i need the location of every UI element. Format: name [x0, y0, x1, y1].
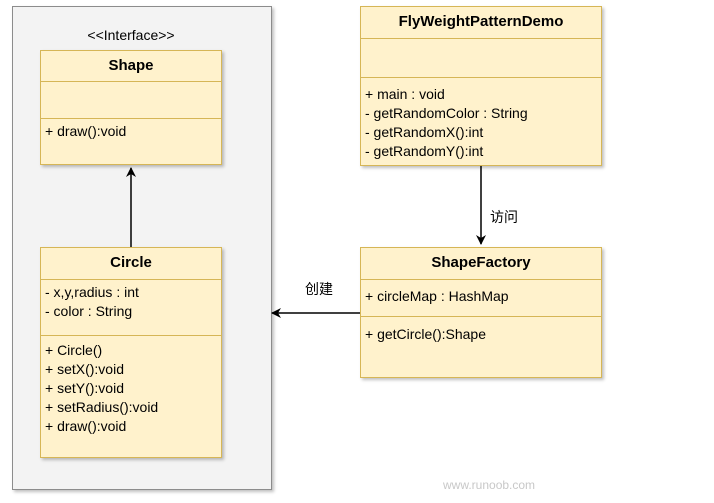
method-row: + main : void — [365, 86, 445, 102]
class-factory-title: ShapeFactory — [361, 248, 601, 280]
method-row: + setY():void — [45, 380, 124, 396]
method-row: - getRandomColor : String — [365, 105, 528, 121]
interface-stereotype: <<Interface>> — [87, 27, 175, 43]
class-factory-methods: + getCircle():Shape — [361, 317, 601, 344]
attribute-row: - color : String — [45, 303, 133, 319]
class-demo-methods: + main : void - getRandomColor : String … — [361, 78, 601, 161]
class-shape-attributes — [41, 82, 221, 119]
class-circle-attributes: - x,y,radius : int - color : String — [41, 280, 221, 336]
method-row: + setRadius():void — [45, 399, 159, 415]
create-label: 创建 — [305, 281, 333, 297]
method-row: + setX():void — [45, 361, 124, 377]
attribute-row: - x,y,radius : int — [45, 284, 139, 300]
watermark: www.runoob.com — [443, 478, 536, 492]
class-circle-title: Circle — [41, 248, 221, 280]
class-demo-attributes — [361, 39, 601, 78]
method-row: + Circle() — [45, 342, 103, 358]
method-row: - getRandomX():int — [365, 124, 484, 140]
access-label: 访问 — [490, 209, 518, 225]
method-row: - getRandomY():int — [365, 143, 484, 159]
class-shape[interactable]: Shape + draw():void — [40, 50, 222, 165]
class-flyweight-pattern-demo[interactable]: FlyWeightPatternDemo + main : void - get… — [360, 6, 602, 166]
class-circle[interactable]: Circle - x,y,radius : int - color : Stri… — [40, 247, 222, 458]
class-factory-attributes: + circleMap : HashMap — [361, 280, 601, 317]
attribute-row: + circleMap : HashMap — [365, 288, 509, 304]
method-row: + getCircle():Shape — [365, 326, 487, 342]
class-demo-title: FlyWeightPatternDemo — [361, 7, 601, 39]
method-row: + draw():void — [45, 418, 127, 434]
class-shape-factory[interactable]: ShapeFactory + circleMap : HashMap + get… — [360, 247, 602, 378]
class-shape-methods: + draw():void — [41, 119, 221, 141]
method-row: + draw():void — [45, 123, 127, 139]
class-circle-methods: + Circle() + setX():void + setY():void +… — [41, 336, 221, 436]
class-shape-title: Shape — [41, 51, 221, 82]
